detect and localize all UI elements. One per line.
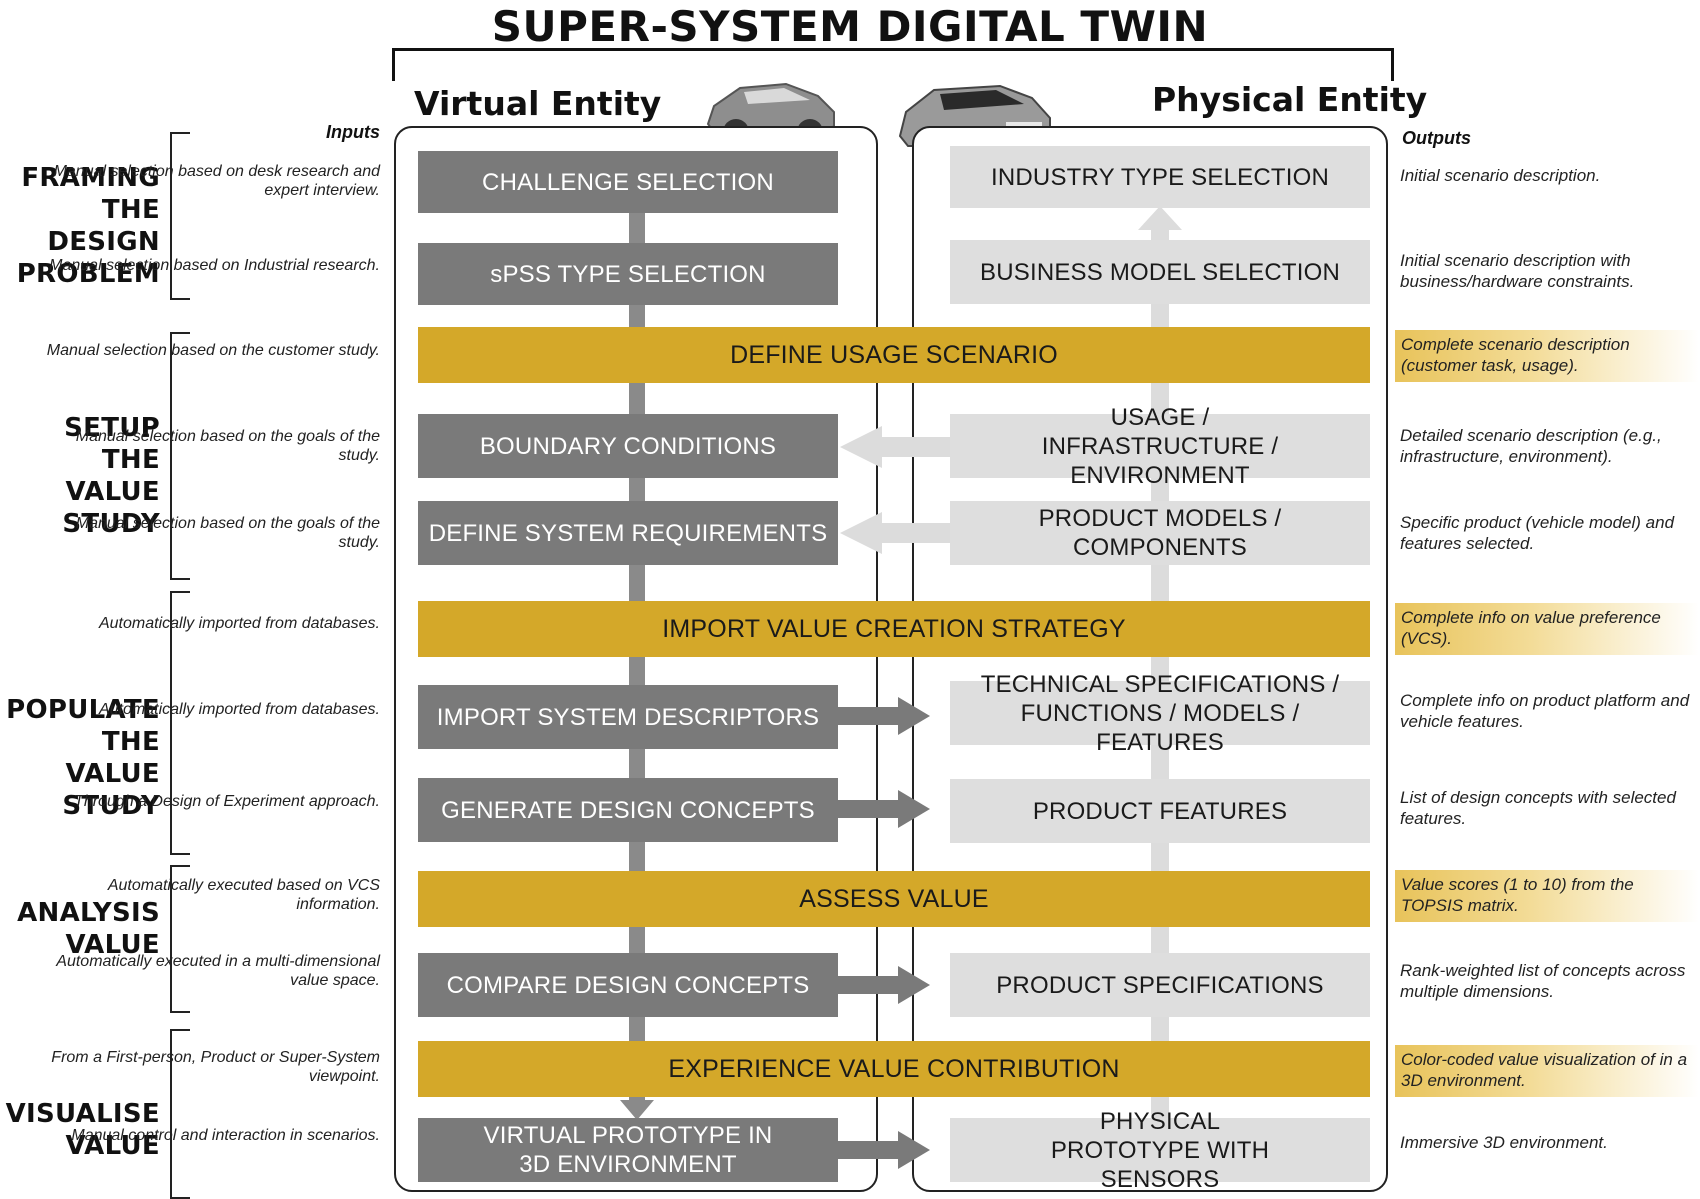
step-virtual-prototype: VIRTUAL PROTOTYPE IN 3D ENVIRONMENT bbox=[418, 1118, 838, 1182]
step-business-model-selection: BUSINESS MODEL SELECTION bbox=[950, 240, 1370, 304]
right-arrow-compare-shaft bbox=[838, 976, 900, 994]
step-define-system-requirements: DEFINE SYSTEM REQUIREMENTS bbox=[418, 501, 838, 565]
output-4: Detailed scenario description (e.g., inf… bbox=[1400, 426, 1662, 466]
input-12: Manual control and interaction in scenar… bbox=[71, 1127, 380, 1144]
input-8: Through a Design of Experiment approach. bbox=[74, 793, 380, 810]
step-import-value-creation-strategy: IMPORT VALUE CREATION STRATEGY bbox=[418, 601, 1370, 657]
output-10: Rank-weighted list of concepts across mu… bbox=[1400, 961, 1686, 1001]
step-generate-design-concepts: GENERATE DESIGN CONCEPTS bbox=[418, 778, 838, 842]
step-spss-type-selection: sPSS TYPE SELECTION bbox=[418, 243, 838, 305]
step-assess-value: ASSESS VALUE bbox=[418, 871, 1370, 927]
left-arrow-boundary-shaft bbox=[880, 437, 950, 457]
step-experience-value-contribution: EXPERIENCE VALUE CONTRIBUTION bbox=[418, 1041, 1370, 1097]
left-arrow-requirements-head bbox=[840, 512, 882, 554]
bracket-setup bbox=[170, 332, 190, 580]
right-arrow-descriptors-head bbox=[898, 697, 930, 735]
input-11: From a First-person, Product or Super-Sy… bbox=[51, 1049, 380, 1085]
output-7: Complete info on product platform and ve… bbox=[1400, 691, 1690, 731]
physical-entity-label: Physical Entity bbox=[1152, 80, 1428, 119]
phase-setup: SETUP THE VALUE STUDY bbox=[62, 413, 160, 539]
output-2: Initial scenario description with busine… bbox=[1400, 251, 1635, 291]
input-9: Automatically executed based on VCS info… bbox=[107, 877, 380, 913]
title-bracket bbox=[392, 48, 1394, 81]
output-11: Color-coded value visualization of in a … bbox=[1395, 1045, 1699, 1097]
input-2: Manual selection based on Industrial res… bbox=[49, 257, 380, 274]
phase-visualise: VISUALISE VALUE bbox=[5, 1099, 160, 1161]
phase-analysis: ANALYSIS VALUE bbox=[17, 898, 160, 960]
diagram-title: SUPER-SYSTEM DIGITAL TWIN bbox=[491, 2, 1209, 51]
right-arrow-prototype-shaft bbox=[838, 1141, 900, 1159]
input-5: Manual selection based on the goals of t… bbox=[75, 515, 380, 551]
output-8: List of design concepts with selected fe… bbox=[1400, 788, 1676, 828]
output-3: Complete scenario description (customer … bbox=[1395, 330, 1699, 382]
phase-populate: POPULATE THE VALUE STUDY bbox=[6, 695, 160, 821]
input-1: Manual selection based on desk research … bbox=[53, 163, 380, 199]
output-12: Immersive 3D environment. bbox=[1400, 1133, 1608, 1152]
input-4: Manual selection based on the goals of t… bbox=[75, 428, 380, 464]
step-challenge-selection: CHALLENGE SELECTION bbox=[418, 151, 838, 213]
output-1: Initial scenario description. bbox=[1400, 166, 1601, 185]
step-boundary-conditions: BOUNDARY CONDITIONS bbox=[418, 414, 838, 478]
step-product-models-components: PRODUCT MODELS / COMPONENTS bbox=[950, 501, 1370, 565]
bracket-framing bbox=[170, 132, 190, 300]
input-10: Automatically executed in a multi-dimens… bbox=[56, 953, 380, 989]
bracket-populate bbox=[170, 591, 190, 855]
right-arrow-descriptors-shaft bbox=[838, 707, 900, 725]
step-define-usage-scenario: DEFINE USAGE SCENARIO bbox=[418, 327, 1370, 383]
phase-framing: FRAMING THE DESIGN PROBLEM bbox=[16, 163, 160, 289]
right-arrow-prototype-head bbox=[898, 1131, 930, 1169]
bracket-analysis bbox=[170, 865, 190, 1013]
virtual-down-arrow-head bbox=[620, 1100, 654, 1120]
step-product-features: PRODUCT FEATURES bbox=[950, 779, 1370, 843]
left-arrow-boundary-head bbox=[840, 426, 882, 468]
step-physical-prototype: PHYSICAL PROTOTYPE WITH SENSORS bbox=[950, 1108, 1370, 1193]
output-5: Specific product (vehicle model) and fea… bbox=[1400, 513, 1675, 553]
right-arrow-compare-head bbox=[898, 966, 930, 1004]
right-arrow-concepts-head bbox=[898, 790, 930, 828]
step-usage-infrastructure-environment: USAGE / INFRASTRUCTURE / ENVIRONMENT bbox=[950, 404, 1370, 489]
physical-up-arrow-head bbox=[1138, 206, 1182, 230]
left-arrow-requirements-shaft bbox=[880, 523, 950, 543]
output-9: Value scores (1 to 10) from the TOPSIS m… bbox=[1395, 870, 1699, 922]
inputs-header: Inputs bbox=[326, 122, 380, 142]
step-industry-type-selection: INDUSTRY TYPE SELECTION bbox=[950, 146, 1370, 208]
step-technical-specifications: TECHNICAL SPECIFICATIONS / FUNCTIONS / M… bbox=[950, 671, 1370, 756]
step-import-system-descriptors: IMPORT SYSTEM DESCRIPTORS bbox=[418, 685, 838, 749]
input-6: Automatically imported from databases. bbox=[98, 615, 380, 632]
right-arrow-concepts-shaft bbox=[838, 800, 900, 818]
outputs-header: Outputs bbox=[1402, 128, 1471, 148]
step-product-specifications: PRODUCT SPECIFICATIONS bbox=[950, 953, 1370, 1017]
input-7: Automatically imported from databases. bbox=[98, 701, 380, 718]
step-compare-design-concepts: COMPARE DESIGN CONCEPTS bbox=[418, 953, 838, 1017]
input-3: Manual selection based on the customer s… bbox=[46, 342, 380, 359]
virtual-entity-label: Virtual Entity bbox=[414, 84, 662, 123]
output-6: Complete info on value preference (VCS). bbox=[1395, 603, 1699, 655]
